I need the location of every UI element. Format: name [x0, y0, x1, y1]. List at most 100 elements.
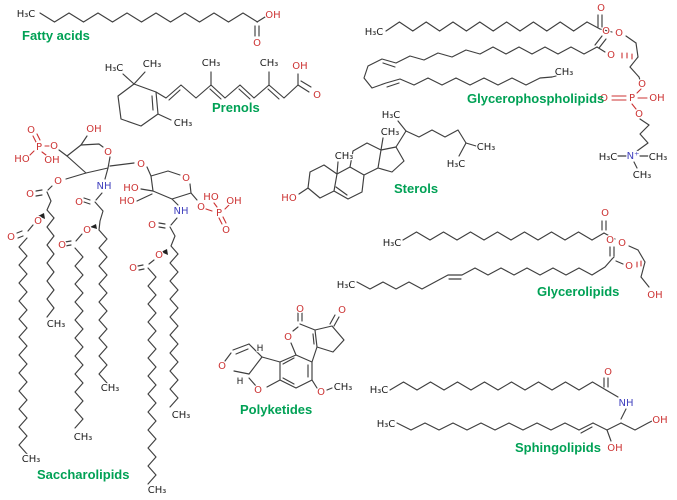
atom-label: O	[317, 387, 325, 398]
category-label-polyketides: Polyketides	[240, 402, 312, 417]
atom-label: O	[604, 367, 612, 378]
atom-label: OH	[649, 93, 664, 104]
atom-label: O	[75, 197, 83, 208]
atom-label: P	[36, 142, 42, 153]
atom-label: H₃C	[447, 159, 466, 170]
atom-label: O	[83, 225, 91, 236]
atom-label: H₃C	[17, 9, 36, 20]
atom-label: HO	[14, 154, 30, 165]
atom-label: N⁺	[627, 151, 640, 162]
atom-label: H₃C	[365, 27, 384, 38]
atom-label: O	[50, 141, 58, 152]
atom-label: HO	[119, 196, 135, 207]
atom-label: CH₃	[148, 485, 167, 496]
category-label-glycerophospholipids: Glycerophospholipids	[467, 91, 604, 106]
atom-label: OH	[226, 196, 241, 207]
atom-label: H₃C	[370, 385, 389, 396]
atom-label: OH	[292, 61, 307, 72]
atom-label: O	[606, 235, 614, 246]
atom-label: CH₃	[260, 58, 279, 69]
atom-label: O	[182, 173, 190, 184]
atom-label: O	[222, 225, 230, 236]
atom-label: H₃C	[383, 238, 402, 249]
atom-label: O	[607, 50, 615, 61]
atom-label: H₃C	[377, 419, 396, 430]
atom-label: O	[313, 90, 321, 101]
atom-label: O	[284, 332, 292, 343]
atom-label: HO	[123, 183, 139, 194]
atom-label: CH₃	[74, 432, 93, 443]
atom-label: OH	[265, 10, 280, 21]
atom-label: OH	[86, 124, 101, 135]
atom-label: HO	[203, 192, 219, 203]
atom-label: OH	[652, 415, 667, 426]
atom-label: HO	[281, 193, 297, 204]
atom-label: CH₃	[22, 454, 41, 465]
atom-label: CH₃	[143, 59, 162, 70]
category-label-sphingolipids: Sphingolipids	[515, 440, 601, 455]
atom-label: CH₃	[477, 142, 496, 153]
atom-label: CH₃	[47, 319, 66, 330]
atom-label: H	[257, 344, 264, 354]
atom-label: O	[602, 26, 610, 37]
atom-label: H₃C	[337, 280, 356, 291]
glycerophospholipids-structure: H₃C O O O O CH₃ O O P OH O N⁺ H₃C CH₃ CH…	[363, 2, 668, 182]
atom-label: O	[625, 261, 633, 272]
atom-label: O	[600, 93, 608, 104]
atom-label: H₃C	[599, 152, 618, 163]
atom-label: CH₃	[555, 67, 574, 78]
sphingolipids-structure: H₃C O NH OH H₃C OH Sphingolipids	[369, 366, 669, 455]
atom-label: O	[601, 208, 609, 219]
atom-label: NH	[97, 181, 112, 192]
polyketides-structure: O O O H O H O O CH₃ Polyketides	[217, 303, 354, 417]
atom-label: OH	[44, 155, 59, 166]
atom-label: O	[218, 361, 226, 372]
atom-label: O	[27, 125, 35, 136]
atom-label: O	[597, 3, 605, 14]
fatty-acids-structure: H₃C OH O Fatty acids	[16, 8, 282, 50]
atom-label: O	[253, 38, 261, 49]
category-label-sterols: Sterols	[394, 181, 438, 196]
atom-label: O	[635, 109, 643, 120]
atom-label: CH₃	[633, 170, 652, 181]
atom-label: O	[618, 238, 626, 249]
atom-label: H₃C	[382, 110, 401, 121]
atom-label: CH₃	[335, 151, 354, 162]
atom-label: H	[237, 377, 244, 387]
glycerolipids-structure: H₃C O O H₃C O O OH Glycerolipids	[336, 207, 664, 302]
category-label-saccharolipids: Saccharolipids	[37, 467, 129, 482]
atom-label: H₃C	[105, 63, 124, 74]
atom-label: O	[54, 176, 62, 187]
atom-label: O	[638, 79, 646, 90]
category-label-prenols: Prenols	[212, 100, 260, 115]
atom-label: O	[254, 385, 262, 396]
atom-label: O	[104, 147, 112, 158]
atom-label: CH₃	[334, 382, 353, 393]
atom-label: CH₃	[174, 118, 193, 129]
atom-label: O	[26, 189, 34, 200]
atom-label: CH₃	[172, 410, 191, 421]
atom-label: O	[148, 220, 156, 231]
atom-label: O	[137, 159, 145, 170]
atom-label: O	[34, 216, 42, 227]
category-label-glycerolipids: Glycerolipids	[537, 284, 619, 299]
atom-label: O	[129, 263, 137, 274]
atom-label: NH	[619, 398, 634, 409]
atom-label: O	[58, 240, 66, 251]
atom-label: OH	[607, 443, 622, 454]
atom-label: O	[296, 304, 304, 315]
atom-label: CH₃	[381, 127, 400, 138]
atom-label: CH₃	[101, 383, 120, 394]
atom-label: CH₃	[649, 152, 668, 163]
atom-label: O	[615, 28, 623, 39]
prenols-structure: H₃C CH₃ CH₃ CH₃ CH₃ OH O Prenols	[104, 57, 323, 130]
saccharolipids-structure: O P HO OH O OH O O O HO HO NH NH HO OH P…	[6, 123, 243, 497]
sterols-structure: HO CH₃ CH₃ H₃C CH₃ H₃C Sterols	[280, 109, 496, 205]
atom-label: OH	[647, 290, 662, 301]
atom-label: O	[197, 202, 205, 213]
atom-label: NH	[174, 206, 189, 217]
atom-label: P	[216, 208, 222, 219]
category-label-fatty-acids: Fatty acids	[22, 28, 90, 43]
atom-label: O	[338, 305, 346, 316]
